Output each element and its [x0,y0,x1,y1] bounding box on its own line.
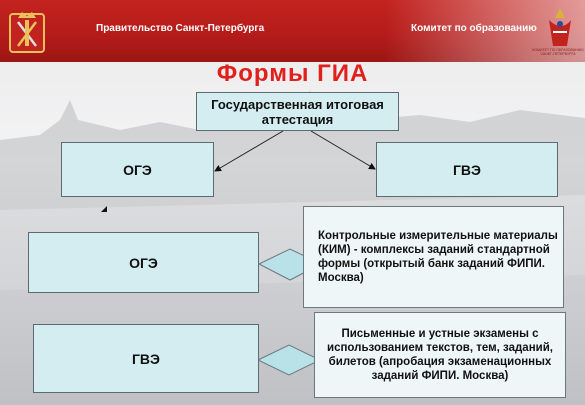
committee-logo-icon [549,8,571,46]
committee-logo-caption: КОМИТЕТ ПО ОБРАЗОВАНИЮ САНКТ-ПЕТЕРБУРГА [532,48,584,56]
city-crest-icon [9,12,45,53]
slide-title: Формы ГИА [216,60,369,87]
branch-gve-node: ГВЭ [376,142,558,197]
header-bar: Правительство Санкт-Петербурга Комитет п… [0,0,585,62]
oge-label-box: ОГЭ [28,232,259,293]
committee-label: Комитет по образованию [411,23,537,34]
gve-label-box: ГВЭ [33,324,259,393]
oge-description-box: Контрольные измерительные материалы (КИМ… [303,206,564,308]
government-label: Правительство Санкт-Петербурга [96,23,265,34]
gve-description-box: Письменные и устные экзамены с использов… [314,312,566,398]
branch-oge-node: ОГЭ [61,142,214,197]
root-node: Государственная итоговая аттестация [196,92,399,131]
